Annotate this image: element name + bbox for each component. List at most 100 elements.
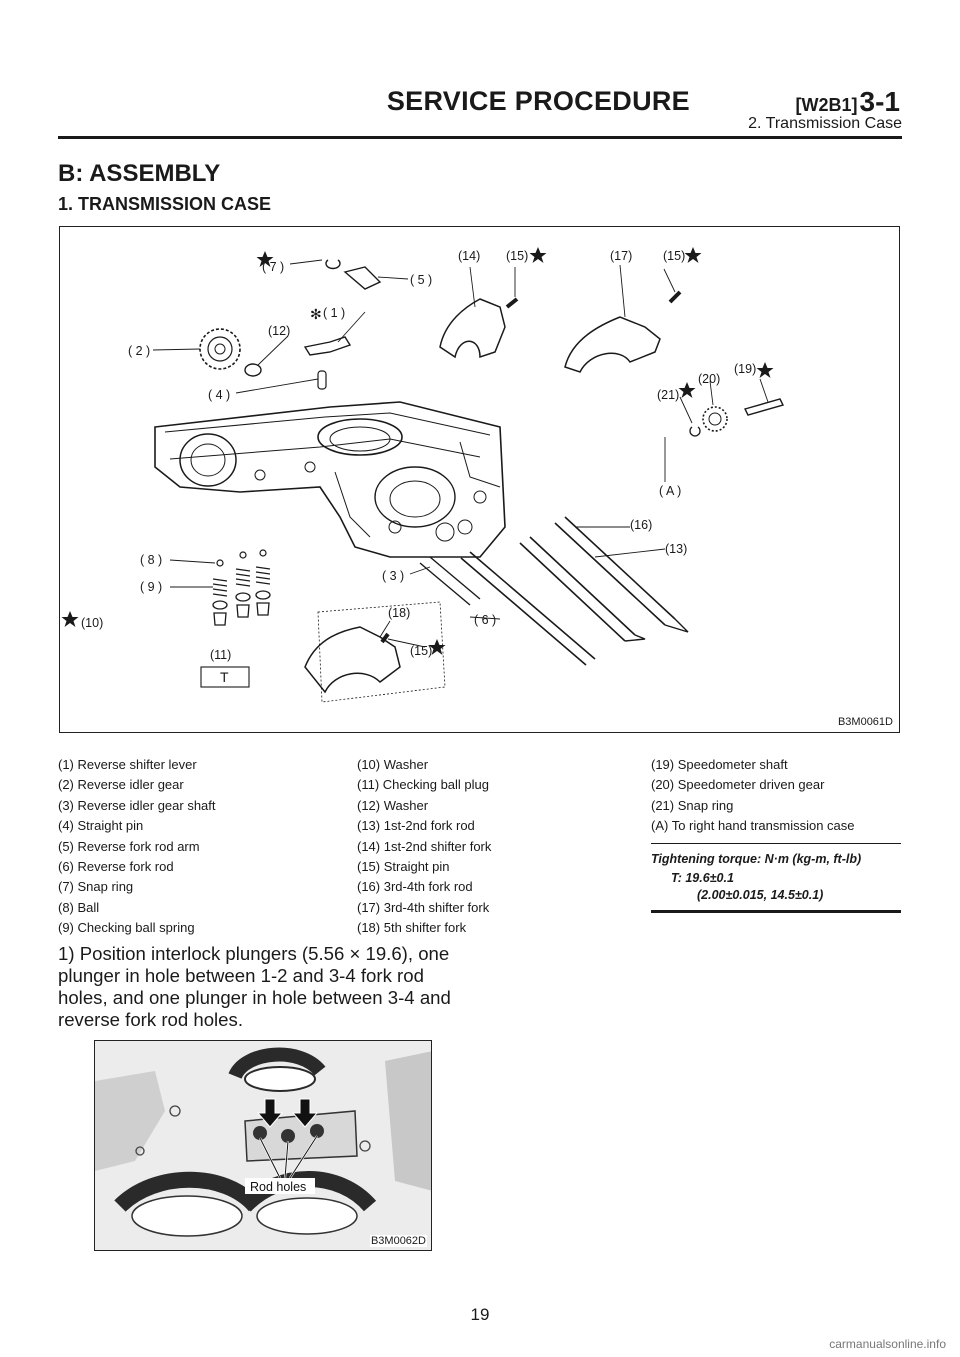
legend-column-3: (19) Speedometer shaft (20) Speedometer … (651, 755, 855, 837)
legend-item: (3) Reverse idler gear shaft (58, 797, 216, 813)
rod-hole-right (310, 1124, 324, 1138)
legend-item: (17) 3rd-4th shifter fork (357, 899, 490, 915)
fork-rod-13 (554, 516, 676, 626)
shifter-fork-14 (439, 298, 506, 359)
callout-15a: (15) (506, 249, 528, 263)
star-markers (61, 247, 774, 655)
legend-column-2: (10) Washer (11) Checking ball plug (12)… (357, 755, 491, 939)
rod-holes-label: Rod holes (250, 1180, 306, 1194)
section-title: B: ASSEMBLY (58, 160, 221, 187)
asterisk-marker: ✻ (310, 306, 322, 322)
legend-item: (2) Reverse idler gear (58, 777, 184, 793)
legend-item: (5) Reverse fork rod arm (58, 838, 200, 854)
fork-rod-6 (460, 551, 596, 666)
callout-9: ( 9 ) (140, 580, 162, 594)
reverse-shifter-lever (303, 336, 352, 356)
legend-item: (11) Checking ball plug (357, 777, 489, 793)
rod-holes-drawing: Rod holes (95, 1041, 431, 1250)
procedure-step-1: 1) Position interlock plungers (5.56 × 1… (58, 943, 451, 1030)
ball-8 (216, 559, 224, 567)
legend-item: (20) Speedometer driven gear (651, 777, 825, 793)
callout-18: (18) (388, 606, 410, 620)
legend-item: (A) To right hand transmission case (651, 818, 855, 834)
legend-item: (16) 3rd-4th fork rod (357, 879, 473, 895)
case-front-bore (374, 466, 456, 528)
legend-item: (9) Checking ball spring (58, 920, 195, 936)
straight-pin-15b (668, 290, 682, 304)
callout-20: (20) (698, 372, 720, 386)
speedometer-shaft (743, 398, 785, 416)
arrow-right (291, 1098, 319, 1128)
case-body-outline (154, 401, 506, 558)
callout-7: ( 7 ) (262, 260, 284, 274)
legend-item: (7) Snap ring (58, 879, 134, 895)
legend-item: (14) 1st-2nd shifter fork (357, 838, 492, 854)
callout-3: ( 3 ) (382, 569, 404, 583)
exploded-diagram-drawing: ✻ ( 7 ) ( 5 ) (14) (15) (17) (15) ( 1 ) … (61, 247, 785, 703)
callout-17: (17) (610, 249, 632, 263)
shifter-fork-17 (564, 316, 661, 373)
legend-item: (8) Ball (58, 899, 100, 915)
torque-label: Tightening torque: N·m (kg-m, ft-lb) (651, 852, 862, 866)
legend-item: (21) Snap ring (651, 797, 734, 813)
header-subtitle: 2. Transmission Case (748, 115, 902, 132)
header-ref: [W2B1] (795, 95, 858, 115)
case-upper-bore (228, 1047, 326, 1080)
reverse-idler-gear (199, 328, 241, 370)
callout-1: ( 1 ) (323, 306, 345, 320)
header-title: SERVICE PROCEDURE (386, 86, 690, 116)
speedometer-gear (702, 406, 728, 432)
straight-pin-15c (380, 632, 390, 644)
rod-holes-figure: Rod holes B3M0062D (94, 1040, 432, 1251)
callout-12: (12) (268, 324, 290, 338)
legend-item: (4) Straight pin (58, 818, 144, 834)
checking-ball-spring-9 (212, 578, 228, 597)
callout-A: ( A ) (659, 484, 681, 498)
callout-11: (11) (210, 648, 231, 662)
header-section-code: [W2B1]3-1 (796, 86, 900, 118)
case-lower-bores (114, 1171, 262, 1212)
rod-hole-left (253, 1126, 267, 1140)
legend-item: (15) Straight pin (357, 859, 450, 875)
torque-box-marker (200, 666, 250, 688)
legend-item: (13) 1st-2nd fork rod (357, 818, 475, 834)
snap-ring-7 (325, 259, 341, 270)
figure-small-code: B3M0062D (369, 1235, 427, 1247)
callout-15c: (15) (410, 644, 432, 658)
callout-13: (13) (665, 542, 687, 556)
checking-ball-plug-11 (213, 612, 227, 626)
straight-pin-15a (505, 297, 519, 309)
case-bearing-bore (317, 418, 403, 456)
legend-item: (12) Washer (357, 797, 429, 813)
callout-19: (19) (734, 362, 756, 376)
legend-item: (18) 5th shifter fork (357, 920, 467, 936)
washer-12 (244, 363, 262, 377)
fork-rod-16 (519, 536, 636, 642)
legend-column-1: (1) Reverse shifter lever (2) Reverse id… (58, 755, 216, 939)
legend-item: (19) Speedometer shaft (651, 757, 788, 772)
shifter-fork-18 (304, 626, 401, 694)
callout-15b: (15) (663, 249, 685, 263)
case-left-bore (179, 433, 237, 487)
callout-5: ( 5 ) (410, 273, 432, 287)
figure-main-code: B3M0061D (837, 716, 893, 728)
torque-spec: Tightening torque: N·m (kg-m, ft-lb) T: … (651, 843, 901, 913)
watermark: carmanualsonline.info (829, 1337, 946, 1351)
callout-T: T (220, 669, 229, 685)
straight-pin-4 (317, 370, 327, 390)
header-rule (58, 136, 902, 139)
legend-item: (10) Washer (357, 757, 429, 772)
arrow-left (256, 1098, 284, 1128)
reverse-idler-shaft (419, 556, 481, 606)
reverse-fork-rod-arm (343, 266, 382, 290)
callout-21: (21) (657, 388, 679, 402)
snap-ring-21 (689, 426, 701, 437)
callout-10: (10) (81, 616, 103, 630)
callout-8: ( 8 ) (140, 553, 162, 567)
callout-16: (16) (630, 518, 652, 532)
callout-4: ( 4 ) (208, 388, 230, 402)
exploded-diagram: ✻ ( 7 ) ( 5 ) (14) (15) (17) (15) ( 1 ) … (59, 226, 900, 733)
page-number: 19 (470, 1305, 490, 1324)
header-section: 3-1 (859, 86, 900, 117)
legend-item: (1) Reverse shifter lever (58, 757, 197, 772)
